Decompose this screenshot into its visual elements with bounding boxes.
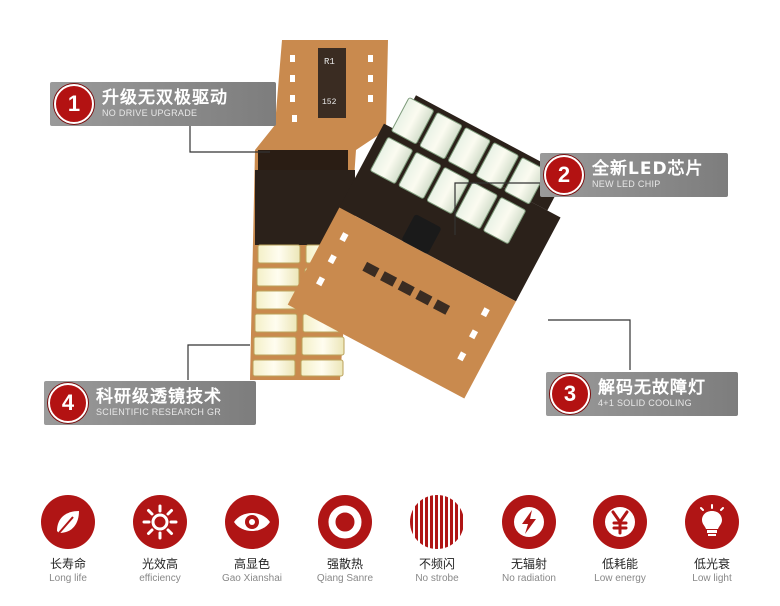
feature-cn: 高显色 (233, 557, 270, 571)
feature-en: efficiency (139, 573, 181, 584)
callout-number-2: 2 (544, 155, 584, 195)
feature-en: Gao Xianshai (221, 573, 283, 584)
feature-cn: 低耗能 (601, 557, 638, 571)
feature-low-light-decay: 低光衰 Low light (672, 495, 752, 585)
feature-en: No radiation (502, 573, 556, 584)
callout-number-4: 4 (48, 383, 88, 423)
feature-cn: 无辐射 (510, 557, 547, 571)
feature-no-strobe: 不频闪 No strobe (397, 495, 477, 585)
pcb-label-r2: 152 (322, 98, 337, 107)
feature-en: Low light (692, 573, 732, 584)
callout-title-1: 升级无双极驱动 (102, 88, 228, 108)
sun-icon (133, 495, 187, 549)
leader-line-2 (454, 182, 540, 235)
feature-en: No strobe (415, 573, 459, 584)
stripes-icon (410, 495, 464, 549)
feature-en: Low energy (594, 573, 646, 584)
feature-long-life: 长寿命 Long life (28, 495, 108, 585)
ring-icon (318, 495, 372, 549)
callout-subtitle-1: NO DRIVE UPGRADE (102, 108, 198, 118)
eye-icon (225, 495, 279, 549)
pcb-label-r1: R1 (324, 57, 335, 67)
callout-title-2: 全新LED芯片 (592, 159, 704, 179)
callout-1: 1 升级无双极驱动 NO DRIVE UPGRADE (50, 82, 276, 126)
lightning-icon (502, 495, 556, 549)
feature-color-rendering: 高显色 Gao Xianshai (212, 495, 292, 585)
feature-no-radiation: 无辐射 No radiation (489, 495, 569, 585)
feature-heat-dissipation: 强散热 Qiang Sanre (305, 495, 385, 585)
feature-cn: 光效高 (141, 557, 178, 571)
leader-line-4 (187, 344, 250, 380)
product-photo-area: R1 152 (44, 40, 738, 425)
bulb-icon (685, 495, 739, 549)
callout-subtitle-2: NEW LED CHIP (592, 179, 661, 189)
feature-cn: 长寿命 (49, 557, 86, 571)
feature-en: Long life (49, 573, 87, 584)
feature-cn: 强散热 (326, 557, 363, 571)
callout-subtitle-4: SCIENTIFIC RESEARCH GR (96, 407, 222, 417)
feature-cn: 低光衰 (693, 557, 730, 571)
callout-2: 2 全新LED芯片 NEW LED CHIP (540, 153, 728, 197)
callout-number-1: 1 (54, 84, 94, 124)
feature-low-energy: 低耗能 Low energy (580, 495, 660, 585)
callout-title-3: 解码无故障灯 (598, 378, 706, 398)
callout-title-4: 科研级透镜技术 (96, 387, 222, 407)
callout-4: 4 科研级透镜技术 SCIENTIFIC RESEARCH GR (44, 381, 256, 425)
feature-cn: 不频闪 (418, 557, 455, 571)
callout-subtitle-3: 4+1 SOLID COOLING (598, 398, 692, 408)
leaf-icon (41, 495, 95, 549)
front-bulb (287, 95, 567, 399)
leader-line-3 (548, 319, 631, 370)
feature-en: Qiang Sanre (316, 573, 374, 584)
callout-3: 3 解码无故障灯 4+1 SOLID COOLING (546, 372, 738, 416)
feature-row: 长寿命 Long life 光效高 efficiency 高显色 Gao Xia… (0, 495, 780, 595)
led-bulbs-illustration: R1 152 (187, 40, 631, 399)
callout-number-3: 3 (550, 374, 590, 414)
yen-icon (593, 495, 647, 549)
feature-efficiency: 光效高 efficiency (120, 495, 200, 585)
